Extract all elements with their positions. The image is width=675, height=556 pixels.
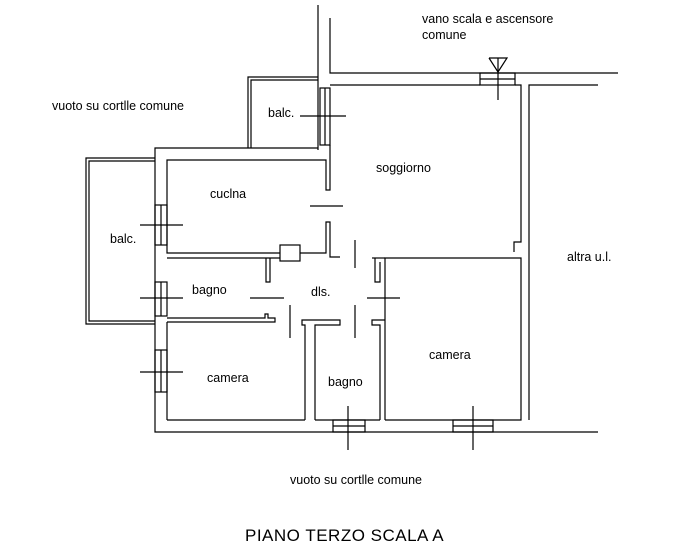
windows-bottom xyxy=(332,406,494,450)
label-courtyard-bottom: vuoto su cortlle comune xyxy=(290,473,423,487)
kitchen-walls xyxy=(166,145,343,262)
label-living-room: soggiorno xyxy=(376,161,431,175)
label-courtyard-top: vuoto su cortlle comune xyxy=(52,99,185,113)
label-hallway: dls. xyxy=(311,285,331,299)
label-bedroom-right: camera xyxy=(429,348,471,362)
label-balcony-left: balc. xyxy=(110,232,137,246)
top-balcony xyxy=(247,76,346,148)
left-balcony xyxy=(85,157,155,325)
label-balcony-top: balc. xyxy=(268,106,295,120)
entrance-door xyxy=(479,57,516,100)
label-bathroom-left: bagno xyxy=(192,283,227,297)
plan-title: PIANO TERZO SCALA A xyxy=(245,526,445,545)
stair-walls xyxy=(317,5,618,420)
label-stair-common: comune xyxy=(422,28,467,42)
label-stair: vano scala e ascensore xyxy=(422,12,554,26)
windows-left xyxy=(140,204,183,393)
label-kitchen: cuclna xyxy=(210,187,247,201)
label-bathroom-mid: bagno xyxy=(328,375,363,389)
label-other-unit: altra u.l. xyxy=(567,250,612,264)
left-bathroom-walls xyxy=(166,257,284,420)
corridor-walls xyxy=(289,240,400,420)
label-bedroom-left: camera xyxy=(207,371,249,385)
